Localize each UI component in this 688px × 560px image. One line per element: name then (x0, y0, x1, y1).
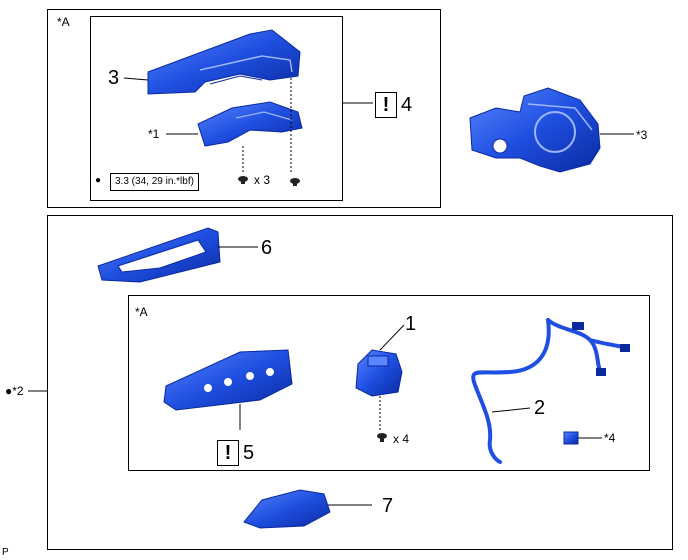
screw-icon (377, 433, 387, 442)
group-a-top-frame (90, 16, 343, 201)
callout-line (379, 324, 405, 351)
footer-code: P (2, 547, 9, 558)
callout-line (491, 407, 531, 413)
mirror-lower-cover-part-5 (163, 349, 293, 411)
part-7-callout: 7 (382, 495, 394, 517)
caution-icon: ! (375, 92, 397, 118)
mirror-base-cover-part-7 (243, 489, 331, 529)
part-4-callout: 4 (401, 94, 413, 116)
part-5-callout: 5 (243, 442, 255, 464)
ref-2-label: ●*2 (5, 384, 24, 398)
part-6-callout: 6 (261, 237, 273, 259)
mirror-housing-ref-3 (469, 87, 601, 173)
screw-icon (290, 178, 300, 186)
ref-3-label: *3 (636, 128, 648, 142)
group-a-label: *A (135, 305, 148, 319)
part-2-callout: 2 (534, 397, 546, 419)
ref-1-label: *1 (148, 127, 160, 141)
bottom-assembly-frame (47, 215, 673, 550)
caution-icon: ! (217, 440, 239, 466)
screw-icon (238, 176, 248, 184)
connector-ref-4 (563, 431, 579, 445)
callout-line (123, 77, 149, 81)
connector-icon (596, 368, 606, 376)
mirror-frame-part-6 (97, 227, 221, 283)
group-a-label: *A (57, 15, 70, 29)
group-a-inner-frame (128, 295, 650, 471)
torque-spec: 3.3 (34, 29 in.*lbf) (110, 173, 199, 191)
mirror-bracket-ref-1 (197, 101, 303, 147)
connector-icon (620, 344, 630, 352)
screw-quantity: x 4 (393, 432, 410, 446)
part-1-callout: 1 (405, 313, 417, 335)
mirror-cover-part-3 (147, 29, 301, 95)
connector-icon (572, 322, 584, 330)
top-assembly-frame (47, 9, 441, 208)
torque-bullet: ● (95, 175, 102, 186)
part-3-callout: 3 (108, 67, 120, 89)
screw-quantity: x 3 (254, 173, 271, 187)
ref-4-label: *4 (604, 431, 616, 445)
mirror-motor-part-1 (355, 349, 403, 397)
